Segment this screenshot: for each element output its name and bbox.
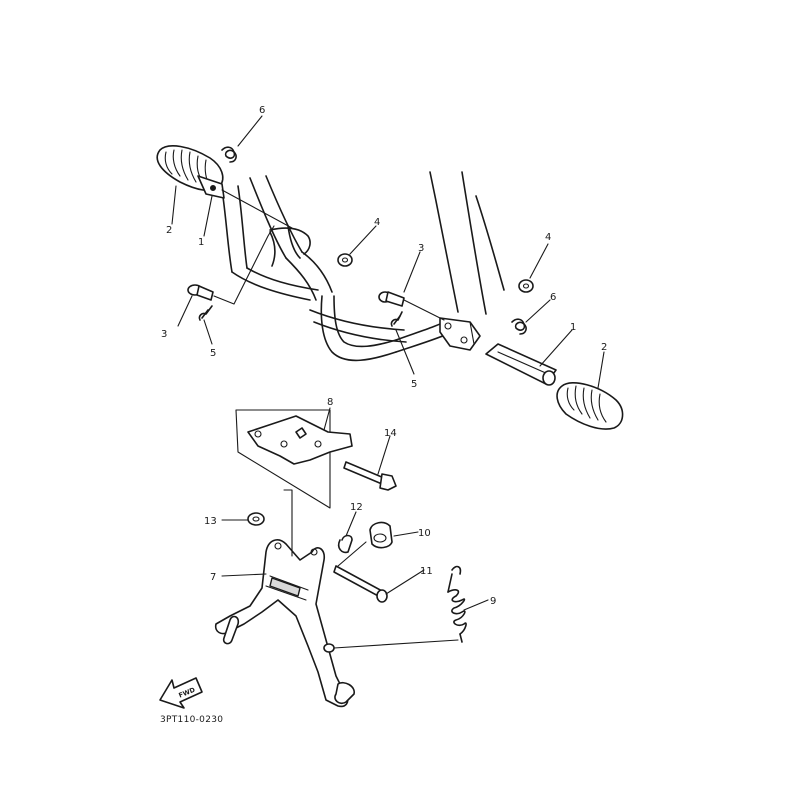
callout-5: 5 <box>210 348 216 359</box>
stand-bolt <box>343 461 397 491</box>
leader-lines <box>171 115 605 611</box>
stand-bracket-box <box>235 409 331 539</box>
callout-6: 6 <box>550 292 556 303</box>
callout-12: 12 <box>350 502 363 513</box>
callout-1: 1 <box>570 322 576 333</box>
stand-shaft <box>333 565 388 603</box>
right-assembly-lines <box>403 299 475 345</box>
fwd-arrow-icon: FWD <box>159 677 203 709</box>
left-footrest-bracket <box>197 175 225 199</box>
callout-14: 14 <box>384 428 397 439</box>
stand-assembly-lines <box>291 537 459 649</box>
stand-stopper-rubber <box>369 521 393 549</box>
main-stand <box>214 539 355 708</box>
callout-8: 8 <box>327 397 333 408</box>
left-assembly-lines <box>213 189 293 305</box>
callout-labels: 6 2 1 4 3 5 3 5 4 6 1 2 8 14 13 12 10 7 … <box>161 105 607 607</box>
right-washer <box>518 279 534 293</box>
callout-10: 10 <box>418 528 431 539</box>
callout-3: 3 <box>161 329 167 340</box>
callout-2: 2 <box>601 342 607 353</box>
stand-spring <box>447 565 467 643</box>
callout-3: 3 <box>418 243 424 254</box>
right-cotter-pin <box>390 311 403 327</box>
right-torsion-spring <box>511 318 527 335</box>
right-footrest-rubber <box>556 382 624 430</box>
stand-clip <box>337 534 353 554</box>
frame-tubes <box>221 171 505 362</box>
stand-washer <box>247 512 265 526</box>
callout-9: 9 <box>490 596 496 607</box>
callout-1: 1 <box>198 237 204 248</box>
callout-2: 2 <box>166 225 172 236</box>
callout-13: 13 <box>204 516 217 527</box>
left-torsion-spring <box>221 146 237 163</box>
stand-bracket <box>247 415 353 465</box>
right-footrest-bracket <box>485 343 557 386</box>
callout-11: 11 <box>420 566 433 577</box>
callout-7: 7 <box>210 572 216 583</box>
part-code: 3PT110-0230 <box>160 715 223 725</box>
right-pivot-pin <box>378 291 405 307</box>
callout-5: 5 <box>411 379 417 390</box>
left-cotter-pin <box>198 305 213 321</box>
callout-4: 4 <box>374 217 380 228</box>
callout-6: 6 <box>259 105 265 116</box>
left-washer <box>337 253 353 267</box>
callout-4: 4 <box>545 232 551 243</box>
left-pivot-pin <box>187 284 214 301</box>
